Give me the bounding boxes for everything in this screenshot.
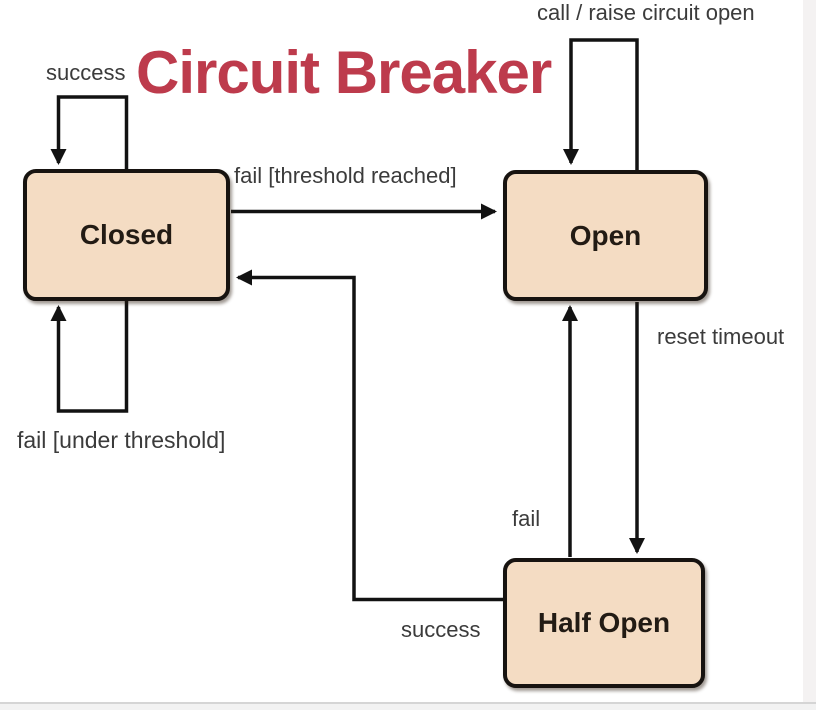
bottom-edge-gutter	[0, 702, 816, 710]
state-node-closed: Closed	[23, 169, 230, 301]
state-label-closed: Closed	[79, 219, 174, 250]
state-node-open: Open	[503, 170, 708, 301]
edge-label-open-to-halfopen: reset timeout	[657, 324, 785, 349]
diagram-title: Circuit Breaker	[136, 39, 552, 106]
edge-label-halfopen-to-open: fail	[512, 506, 541, 531]
edge-closed-success-self	[50, 95, 129, 169]
state-node-half-open: Half Open	[503, 558, 705, 688]
edge-label-closed-success-self: success	[46, 60, 126, 85]
edge-label-closed-to-open: fail [threshold reached]	[234, 163, 457, 188]
right-edge-gutter	[803, 0, 816, 702]
edge-open-call-self	[563, 38, 639, 170]
edge-label-closed-fail-self: fail [under threshold]	[17, 427, 226, 453]
edge-label-halfopen-to-closed: success	[401, 617, 481, 642]
edge-closed-fail-self	[50, 301, 129, 413]
state-label-half-open: Half Open	[537, 607, 671, 638]
state-label-open: Open	[569, 219, 642, 251]
edge-label-open-call-self: call / raise circuit open	[537, 0, 755, 25]
edge-halfopen-to-closed	[236, 269, 503, 602]
